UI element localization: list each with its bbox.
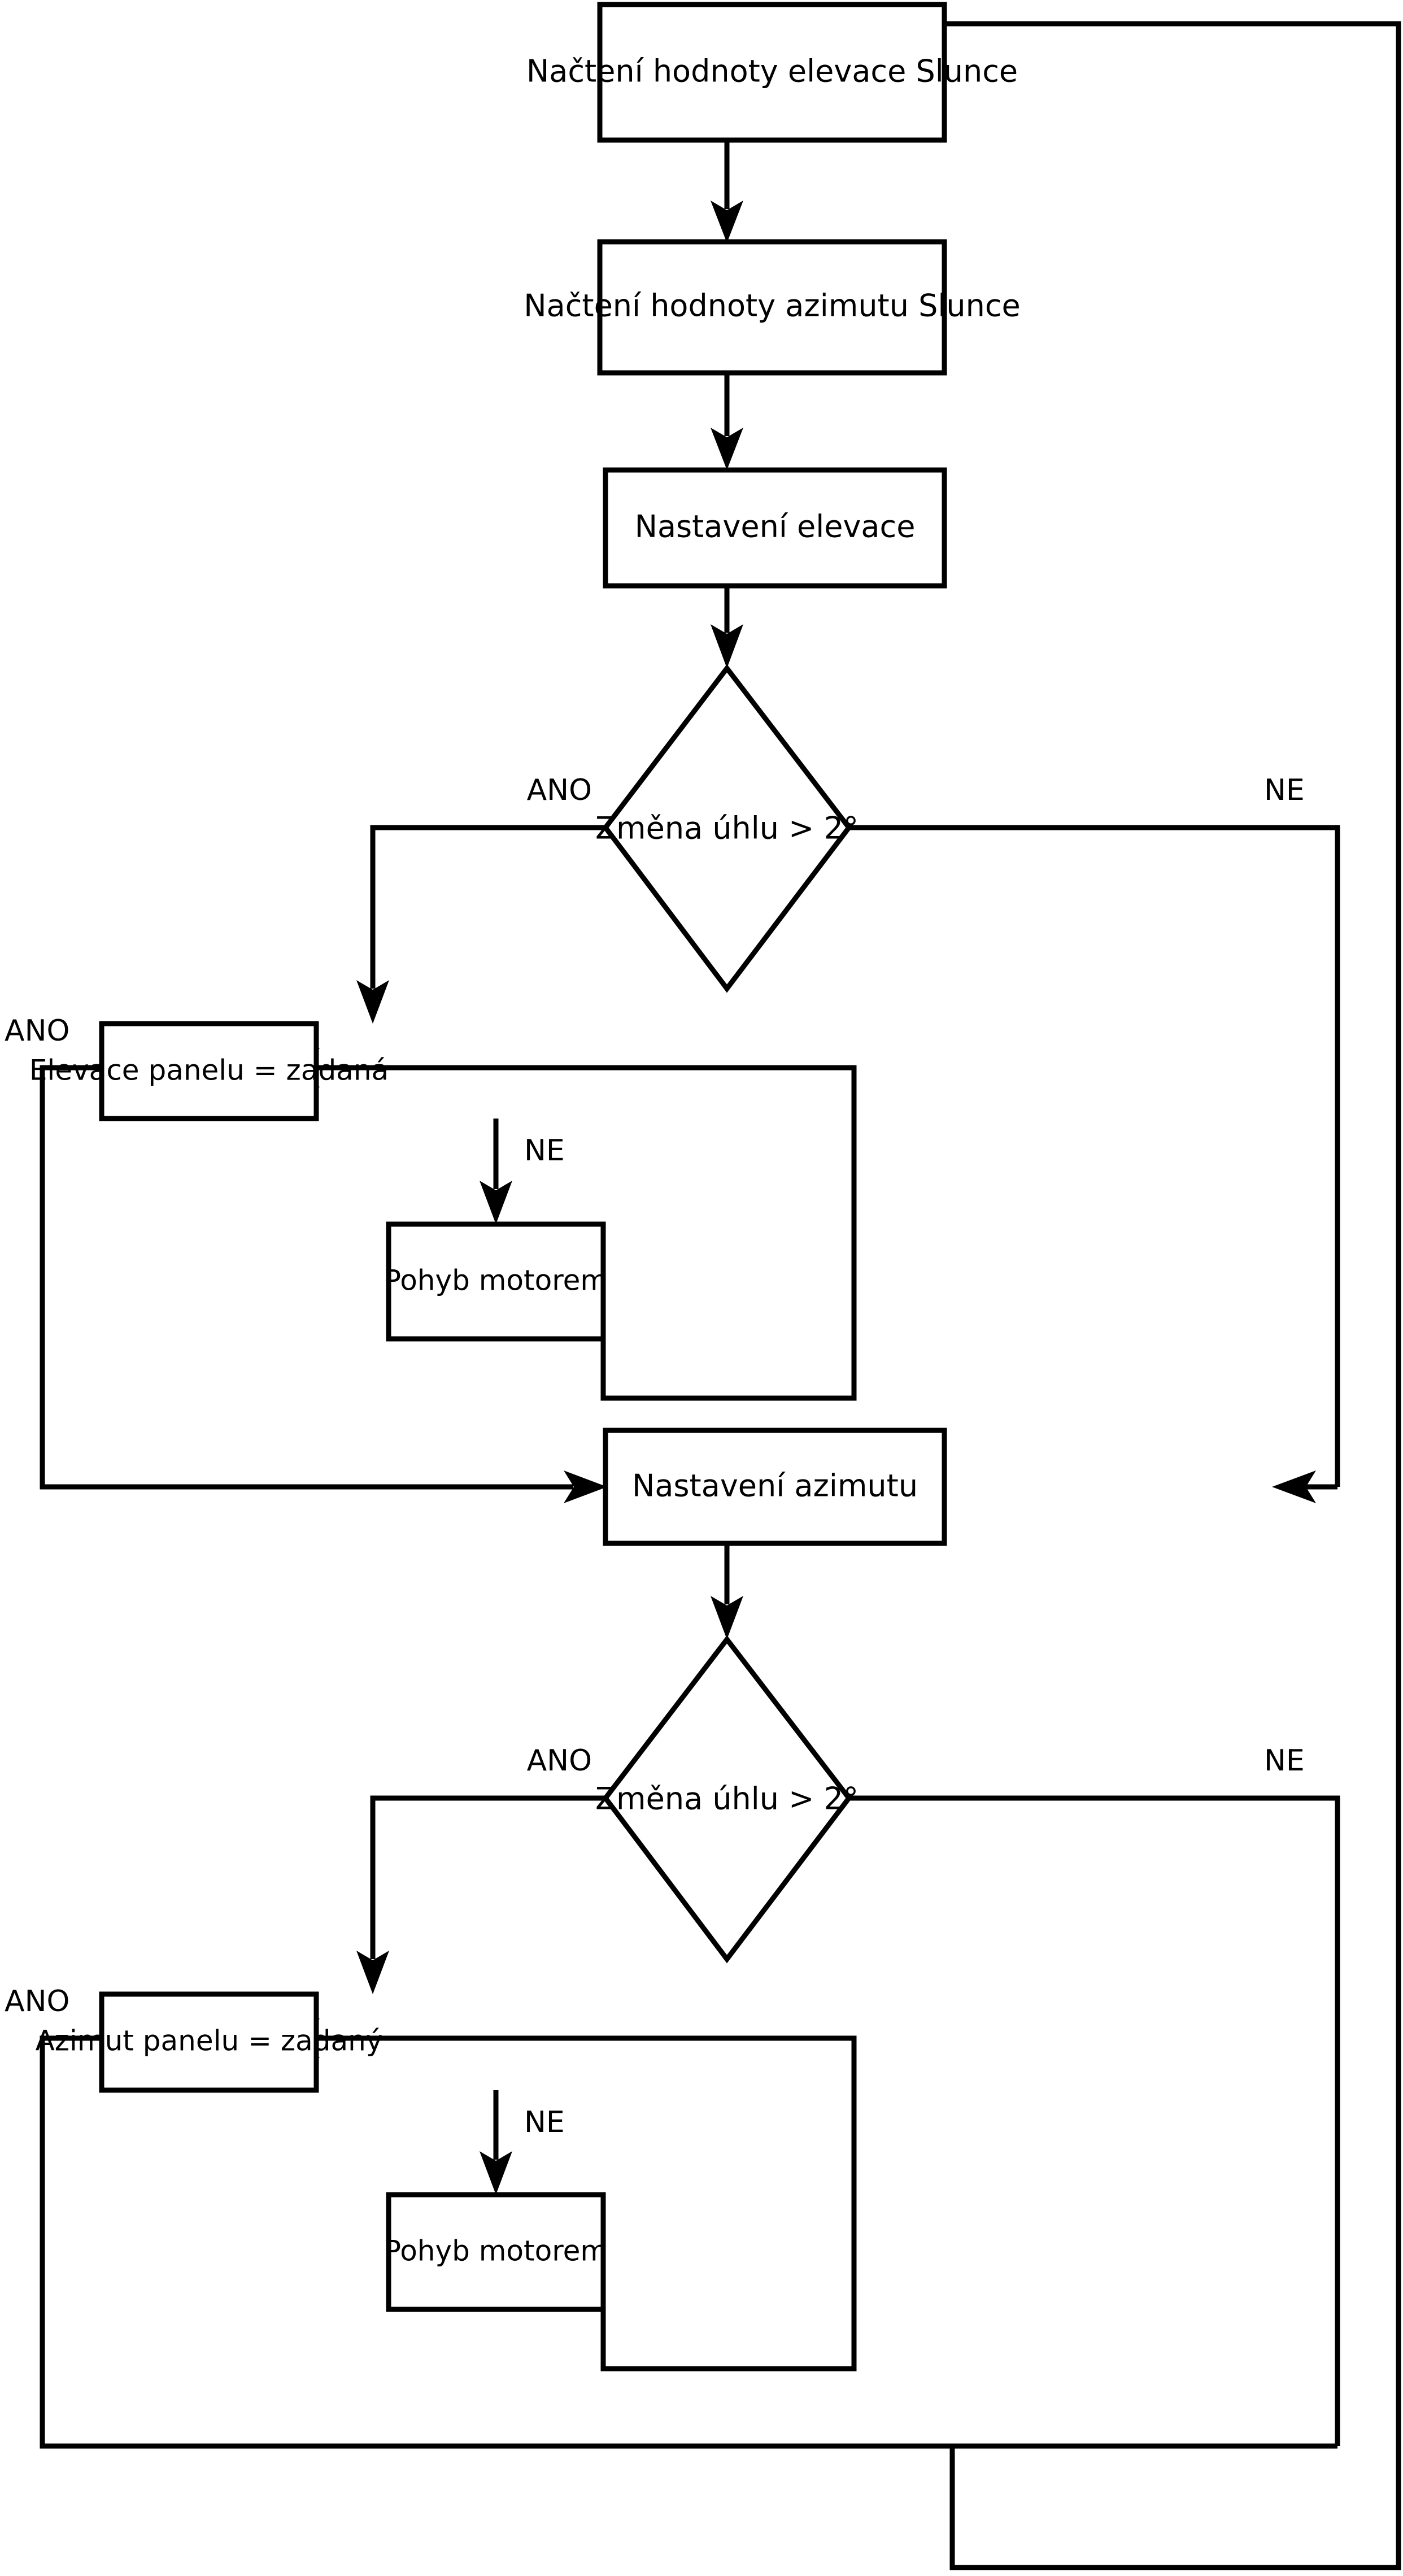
node-motor-move-azimuth-shape	[386, 2192, 606, 2312]
node-panel-azimuth-check[interactable]: Azimut panelu = zadaný	[36, 1991, 383, 2093]
arrowhead-set-azimuth-left	[564, 1470, 607, 1503]
node-read-elevation-shape	[597, 2, 947, 143]
node-read-elevation-label: Načtení hodnoty elevace Slunce	[526, 54, 1018, 89]
arrowhead-motor-azimuth	[480, 2151, 512, 2195]
node-set-elevation-label: Nastavení elevace	[635, 509, 916, 545]
node-decision-azimuth-shape	[602, 1635, 852, 1964]
edge-label-decision-azimuth-no: NE	[1264, 1744, 1305, 1778]
node-motor-move-elevation[interactable]: Pohyb motorem	[384, 1221, 608, 1342]
edge-label-panel-azimuth-no: NE	[524, 2105, 565, 2139]
node-decision-elevation-label: Změna úhlu > 2°	[595, 811, 859, 846]
node-panel-elevation-check[interactable]: Elevace panelu = zadaná	[29, 1021, 389, 1121]
edge-label-panel-elevation-yes: ANO	[5, 1014, 69, 1048]
edge-label-panel-elevation-no: NE	[524, 1134, 565, 1168]
node-panel-azimuth-check-shape	[99, 1991, 319, 2093]
edge-layer	[40, 4, 1401, 2570]
edge-decision-azimuth-yes	[370, 1795, 605, 1959]
edge-decision-azimuth-no	[849, 1795, 1340, 2446]
node-set-azimuth[interactable]: Nastavení azimutu	[603, 1428, 947, 1546]
node-decision-elevation[interactable]: Změna úhlu > 2°	[595, 664, 859, 993]
node-motor-move-azimuth[interactable]: Pohyb motorem	[384, 2192, 608, 2312]
arrowhead-set-azimuth-right	[1272, 1470, 1316, 1503]
arrowhead-decision-azimuth	[711, 1596, 743, 1639]
edge-return-to-start	[847, 21, 1401, 2570]
node-decision-azimuth-label: Změna úhlu > 2°	[595, 1781, 859, 1817]
edge-motor-azimuth-return	[316, 2035, 857, 2372]
arrowhead-read-azimuth	[711, 201, 743, 243]
node-read-azimuth-shape	[597, 239, 947, 376]
node-read-azimuth-label: Načtení hodnoty azimutu Slunce	[524, 288, 1021, 324]
node-panel-azimuth-check-label: Azimut panelu = zadaný	[36, 2025, 383, 2057]
edge-panel-elevation-yes	[40, 1065, 573, 1490]
edge-label-decision-elevation-yes: ANO	[527, 773, 592, 807]
edge-label-decision-elevation-no: NE	[1264, 773, 1305, 807]
arrowhead-motor-elevation	[480, 1181, 512, 1224]
node-set-azimuth-shape	[603, 1428, 947, 1546]
node-read-azimuth[interactable]: Načtení hodnoty azimutu Slunce	[524, 239, 1021, 376]
node-motor-move-azimuth-label: Pohyb motorem	[384, 2235, 608, 2268]
node-read-elevation[interactable]: Načtení hodnoty elevace Slunce	[526, 2, 1018, 143]
node-motor-move-elevation-shape	[386, 1221, 606, 1342]
node-decision-azimuth[interactable]: Změna úhlu > 2°	[595, 1635, 859, 1964]
edge-decision-elevation-no	[849, 825, 1340, 1487]
node-set-azimuth-label: Nastavení azimutu	[632, 1468, 918, 1504]
node-set-elevation[interactable]: Nastavení elevace	[603, 467, 947, 589]
node-decision-elevation-shape	[602, 664, 852, 993]
edge-motor-elevation-return	[316, 1065, 857, 1401]
edge-label-panel-azimuth-yes: ANO	[5, 1985, 69, 2018]
arrowhead-panel-elevation-check	[356, 980, 389, 1024]
node-panel-elevation-check-shape	[99, 1021, 319, 1121]
edge-label-layer: ANO NE ANO NE ANO NE ANO NE	[5, 773, 1305, 2139]
node-set-elevation-shape	[603, 467, 947, 589]
arrowhead-set-elevation	[711, 428, 743, 470]
edge-panel-azimuth-yes	[40, 2035, 1337, 2449]
node-motor-move-elevation-label: Pohyb motorem	[384, 1264, 608, 1297]
edge-decision-elevation-yes	[370, 825, 605, 989]
node-layer: Načtení hodnoty elevace Slunce Načtení h…	[29, 2, 1021, 2312]
node-panel-elevation-check-label: Elevace panelu = zadaná	[29, 1054, 389, 1087]
arrowhead-decision-elevation	[711, 624, 743, 668]
arrowhead-panel-azimuth-check	[356, 1951, 389, 1994]
edge-label-decision-azimuth-yes: ANO	[527, 1744, 592, 1778]
